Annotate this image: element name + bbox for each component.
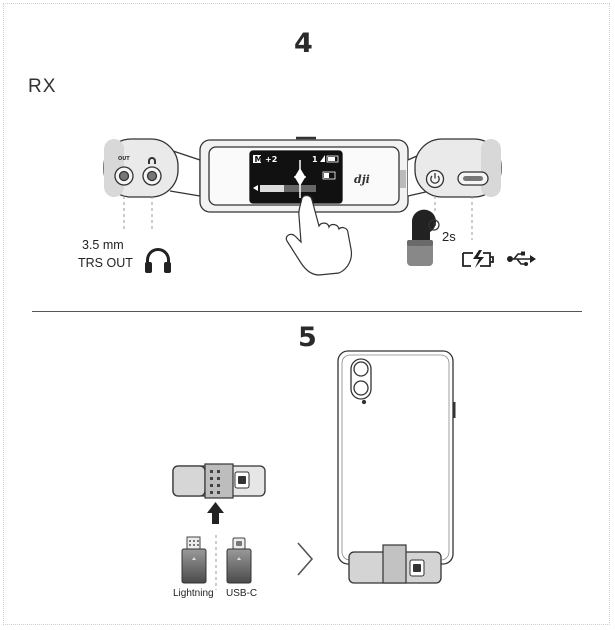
receiver-attached — [348, 544, 442, 584]
out-port-label: OUT — [118, 156, 130, 162]
step-4-number: 4 — [294, 28, 313, 59]
trs-size-label: 3.5 mm — [82, 238, 124, 252]
usb-icon — [507, 251, 536, 266]
lightning-label: Lightning — [173, 588, 214, 599]
right-port-zoom — [407, 138, 502, 198]
touch-hand-icon — [285, 194, 353, 276]
trs-out-label: TRS OUT — [78, 256, 133, 270]
usb-c-port-icon — [457, 171, 489, 186]
dji-logo: dji — [354, 173, 370, 186]
headphones-icon — [145, 248, 171, 273]
hold-time-label: 2s — [442, 229, 456, 244]
press-hand-icon — [407, 209, 436, 266]
screen-mode: M — [255, 155, 263, 164]
leader-lines — [123, 196, 473, 240]
power-icon — [425, 169, 445, 189]
screen-channel: 1 — [312, 155, 318, 164]
screen-gain: +2 — [265, 155, 277, 164]
section-divider — [32, 311, 582, 312]
left-port-zoom: OUT — [103, 138, 201, 198]
usb-c-label: USB-C — [226, 588, 258, 599]
page-border — [3, 3, 610, 625]
headphone-port-icon — [148, 157, 156, 164]
receiver-top-view — [172, 463, 266, 499]
receiver-device: OUT M +2 1 — [103, 136, 502, 276]
chevron-right-icon — [297, 542, 314, 576]
clock-icon — [428, 219, 440, 231]
phone-icon — [337, 350, 456, 565]
step-5-number: 5 — [298, 322, 317, 353]
usb-c-adapter — [226, 537, 252, 584]
charging-icon — [462, 250, 494, 268]
lightning-adapter — [181, 536, 207, 584]
rx-label: RX — [28, 76, 57, 97]
arrow-up-icon — [207, 502, 224, 524]
